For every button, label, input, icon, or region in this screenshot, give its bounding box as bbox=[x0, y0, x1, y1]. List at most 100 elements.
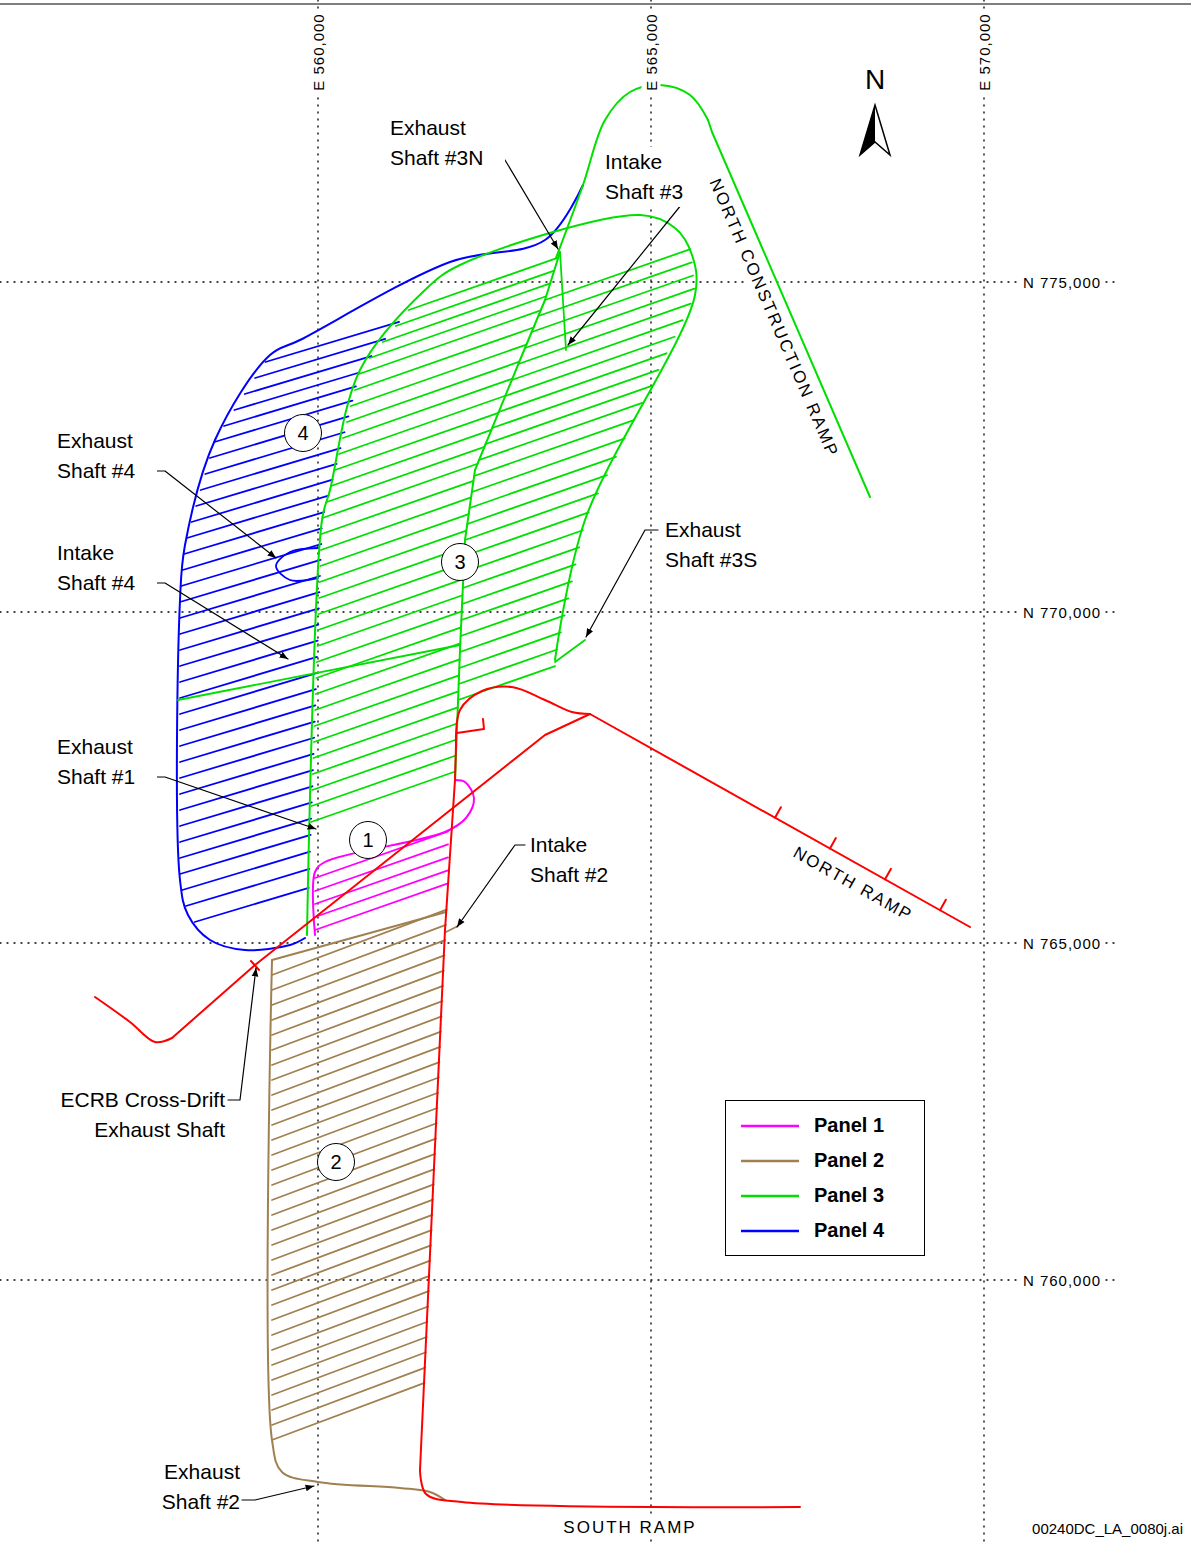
leader-line bbox=[152, 583, 288, 659]
panel-4 bbox=[177, 185, 583, 950]
emplacement-drift bbox=[272, 1200, 433, 1260]
emplacement-drift bbox=[409, 258, 558, 310]
legend-row: Panel 1 bbox=[726, 1108, 924, 1143]
legend-swatch bbox=[740, 1156, 800, 1166]
grid-label: E 560,000 bbox=[309, 10, 328, 93]
emplacement-drift bbox=[470, 457, 616, 508]
emplacement-drift bbox=[180, 625, 318, 666]
grid-label: E 570,000 bbox=[975, 10, 994, 93]
emplacement-drift bbox=[315, 883, 448, 930]
north-ramp bbox=[590, 714, 970, 927]
legend-sample-line bbox=[741, 1229, 799, 1232]
emplacement-drift bbox=[312, 756, 456, 806]
south-ramp bbox=[420, 1470, 800, 1507]
shaft-access bbox=[560, 252, 566, 350]
emplacement-drift bbox=[370, 296, 546, 358]
emplacement-drift bbox=[180, 754, 314, 794]
leader-line bbox=[586, 530, 658, 637]
emplacement-drift bbox=[272, 1123, 437, 1185]
emplacement-drift bbox=[383, 283, 550, 342]
emplacement-drift bbox=[460, 615, 565, 652]
emplacement-drift bbox=[195, 888, 309, 922]
construction-ramp bbox=[708, 120, 870, 497]
shaft-label: Exhaust Shaft #2 bbox=[135, 1457, 240, 1517]
ramp-label: NORTH RAMP bbox=[787, 841, 919, 928]
emplacement-drift bbox=[186, 869, 309, 906]
grid-line bbox=[0, 281, 1120, 282]
north-arrow bbox=[860, 105, 890, 155]
emplacement-drift bbox=[315, 870, 448, 917]
leader-line bbox=[152, 777, 316, 829]
emplacement-drift bbox=[180, 608, 319, 650]
legend-row: Panel 2 bbox=[726, 1143, 924, 1178]
cross-drift bbox=[172, 714, 590, 1038]
emplacement-drift bbox=[272, 1368, 425, 1425]
legend-row: Panel 3 bbox=[726, 1178, 924, 1213]
grid-line bbox=[0, 1279, 1120, 1280]
emplacement-drift bbox=[321, 481, 473, 534]
shaft-label: Exhaust Shaft #3N bbox=[390, 113, 505, 173]
legend-text: Panel 1 bbox=[814, 1114, 884, 1137]
callout-number: 4 bbox=[297, 422, 308, 445]
emplacement-drift bbox=[396, 271, 554, 326]
grid-label: N 775,000 bbox=[1020, 273, 1104, 292]
emplacement-drift bbox=[313, 723, 457, 774]
north-label: N bbox=[862, 64, 888, 96]
emplacement-drift bbox=[472, 438, 625, 492]
legend-sample-line bbox=[741, 1124, 799, 1127]
emplacement-drift bbox=[463, 547, 579, 588]
emplacement-drift bbox=[312, 739, 456, 790]
emplacement-drift bbox=[479, 403, 642, 460]
legend-text: Panel 3 bbox=[814, 1184, 884, 1207]
emplacement-drift bbox=[467, 475, 607, 524]
panel-number: 2 bbox=[317, 1143, 355, 1181]
legend-text: Panel 4 bbox=[814, 1219, 884, 1242]
ramp-layer bbox=[95, 687, 970, 1508]
emplacement-drift bbox=[317, 595, 462, 646]
emplacement-drift bbox=[272, 1139, 436, 1200]
callout-number: 3 bbox=[454, 551, 465, 574]
north-arrow-fill bbox=[860, 105, 875, 155]
emplacement-drift bbox=[180, 738, 314, 778]
leader-line bbox=[568, 194, 690, 345]
emplacement-drift bbox=[265, 322, 399, 362]
ramp-label: SOUTH RAMP bbox=[560, 1517, 699, 1538]
ramp-tick bbox=[830, 838, 836, 848]
leader-line bbox=[242, 1486, 314, 1500]
emplacement-drift bbox=[272, 1337, 427, 1395]
grid-line bbox=[317, 0, 318, 1547]
emplacement-drift bbox=[461, 598, 569, 636]
emplacement-drift bbox=[311, 772, 455, 822]
ramp-label: NORTH CONSTRUCTION RAMP bbox=[704, 173, 845, 464]
emplacement-drift bbox=[335, 413, 498, 470]
emplacement-drift bbox=[318, 579, 463, 630]
legend-box: Panel 1 Panel 2 Panel 3 Panel 4 bbox=[725, 1100, 925, 1256]
emplacement-drift bbox=[464, 530, 583, 572]
panel-number: 3 bbox=[441, 543, 479, 581]
grid-label: N 760,000 bbox=[1020, 1271, 1104, 1290]
panel-outline bbox=[307, 215, 697, 935]
emplacement-drift bbox=[272, 1291, 429, 1350]
emplacement-drift bbox=[180, 705, 315, 746]
emplacement-drift bbox=[272, 1077, 439, 1140]
emplacement-drift bbox=[459, 632, 561, 668]
ramp-tick bbox=[940, 900, 946, 910]
grid-line bbox=[983, 0, 984, 1547]
panel-number: 4 bbox=[284, 414, 322, 452]
shaft-label: ECRB Cross-Drift Exhaust Shaft bbox=[30, 1085, 225, 1145]
shaft-access bbox=[276, 548, 318, 581]
callout-number: 1 bbox=[362, 829, 373, 852]
emplacement-drift bbox=[313, 707, 457, 758]
north-arrow-outline bbox=[860, 105, 890, 155]
legend-row: Panel 4 bbox=[726, 1213, 924, 1248]
grid-line bbox=[0, 942, 1120, 943]
emplacement-drift bbox=[272, 1184, 434, 1245]
legend-sample-line bbox=[741, 1159, 799, 1162]
emplacement-drift bbox=[462, 564, 575, 604]
cross-drift bbox=[95, 997, 172, 1042]
ramp-tick bbox=[775, 807, 781, 817]
emplacement-drift bbox=[272, 1093, 438, 1155]
emplacement-drift bbox=[492, 370, 658, 428]
emplacement-drift bbox=[272, 1230, 432, 1290]
